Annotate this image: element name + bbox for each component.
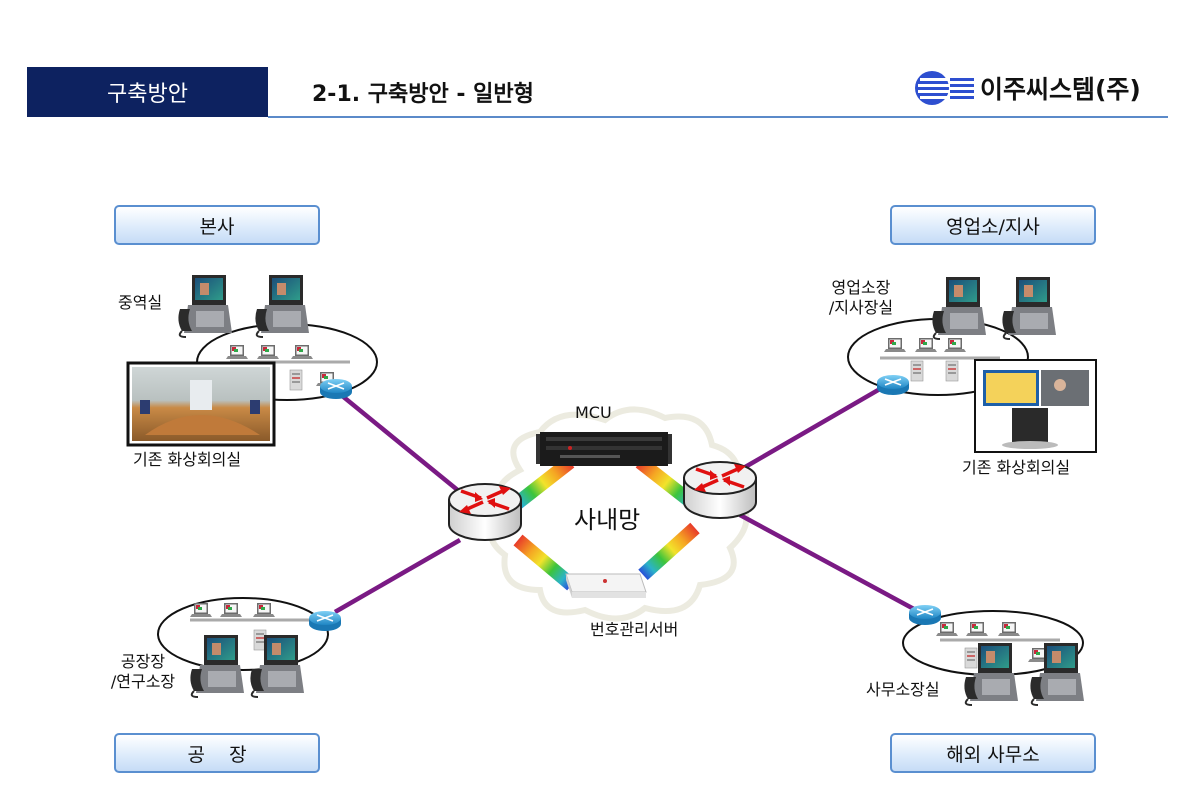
site-router-icon [908, 604, 942, 626]
site-router-icon [319, 378, 353, 400]
link-hq [333, 388, 462, 494]
link-server-left [513, 534, 577, 591]
link-factory [333, 538, 462, 614]
region-hq-label: 본사 [114, 205, 320, 245]
conference-room-photo [126, 361, 276, 447]
company-logo-icon [915, 71, 974, 105]
mcu-label: MCU [575, 403, 612, 422]
video-phone-icon [189, 634, 245, 698]
link-branch [738, 380, 894, 472]
number-server-label: 번호관리서버 [590, 620, 679, 639]
hq-cluster [126, 274, 378, 447]
factory-cluster [157, 597, 342, 698]
branch-room-label: 영업소장 /지사장실 [826, 278, 896, 318]
site-router-icon [876, 374, 910, 396]
region-branch-label: 영업소/지사 [890, 205, 1096, 245]
company-logo: 이주씨스템(주) [912, 68, 1141, 108]
video-phone-icon [254, 274, 310, 338]
overseas-cluster [902, 604, 1085, 706]
intranet-label: 사내망 [574, 506, 641, 534]
laptop-icon [966, 622, 988, 636]
branch-room-label-line2: /지사장실 [828, 298, 894, 317]
laptop-icon [291, 345, 313, 359]
link-overseas [738, 513, 927, 617]
header-divider [268, 116, 1168, 118]
hq-executive-room-label: 중역실 [118, 293, 163, 312]
region-branch-text: 영업소/지사 [946, 215, 1040, 238]
video-phone-icon [931, 276, 987, 340]
wan-links [333, 380, 927, 617]
core-router-left-icon [447, 482, 523, 542]
site-router-icon [308, 610, 342, 632]
section-tab: 구축방안 [27, 67, 268, 117]
laptop-icon [884, 338, 906, 352]
server-icon [289, 369, 303, 391]
factory-room-label: 공장장 /연구소장 [103, 652, 183, 692]
hq-existing-room-label: 기존 화상회의실 [133, 450, 242, 469]
region-overseas-label: 해외 사무소 [890, 733, 1096, 773]
laptop-icon [220, 603, 242, 617]
region-factory-label: 공 장 [114, 733, 320, 773]
link-server-right [638, 522, 700, 581]
video-phone-icon [177, 274, 233, 338]
telepresence-photo [974, 359, 1097, 453]
section-tab-label: 구축방안 [107, 82, 188, 107]
laptop-icon [253, 603, 275, 617]
number-server-device [565, 573, 647, 598]
factory-room-label-line1: 공장장 [120, 652, 166, 671]
page-title: 2-1. 구축방안 - 일반형 [312, 82, 534, 107]
factory-room-label-line2: /연구소장 [110, 672, 176, 691]
server-icon [910, 360, 924, 382]
laptop-icon [226, 345, 248, 359]
server-icon [964, 647, 978, 669]
branch-cluster [847, 276, 1097, 453]
region-hq-text: 본사 [199, 215, 235, 238]
core-router-right-icon [682, 460, 758, 520]
laptop-icon [915, 338, 937, 352]
mcu-device [536, 432, 672, 466]
company-name: 이주씨스템(주) [980, 75, 1141, 104]
laptop-icon [936, 622, 958, 636]
region-overseas-text: 해외 사무소 [946, 743, 1040, 766]
laptop-icon [257, 345, 279, 359]
video-phone-icon [1001, 276, 1057, 340]
laptop-icon [998, 622, 1020, 636]
branch-existing-room-label: 기존 화상회의실 [962, 458, 1071, 477]
region-factory-text: 공 장 [187, 743, 247, 766]
branch-room-label-line1: 영업소장 [831, 278, 891, 297]
link-mcu-left [506, 456, 575, 514]
server-icon [945, 360, 959, 382]
overseas-room-label: 사무소장실 [866, 680, 940, 699]
laptop-icon [944, 338, 966, 352]
